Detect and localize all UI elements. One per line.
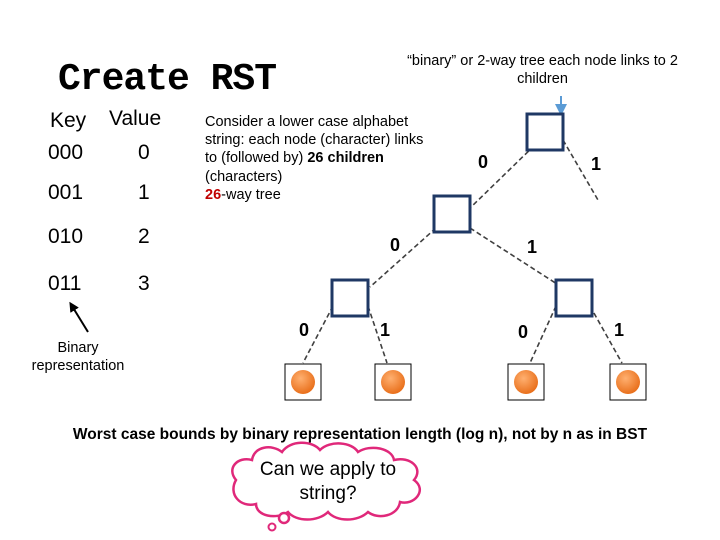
tree-node-left	[330, 278, 370, 318]
cloud-question: Can we apply to string?	[259, 459, 397, 504]
edge-root-left	[467, 139, 541, 211]
binary-pointer-arrow	[69, 301, 89, 333]
key-header: Key	[50, 109, 87, 132]
edge-label-mid-right: 1	[527, 237, 538, 257]
table-row-value: 1	[138, 181, 150, 204]
table-row-value: 3	[138, 272, 150, 295]
binary-representation-label: Binary representation	[31, 340, 125, 374]
table-row-value: 2	[138, 225, 150, 248]
table-row-key: 011	[48, 272, 82, 295]
tree-node-root	[525, 112, 565, 152]
edge-mid-right	[469, 227, 558, 285]
edge-ll-left	[302, 305, 334, 364]
thought-cloud	[231, 441, 421, 532]
edge-label-ll-left: 0	[299, 320, 310, 340]
note-line-2: each node (character) links to (followed…	[205, 132, 424, 167]
edge-label-ll-right: 1	[380, 320, 391, 340]
note-line-4: -way tree	[221, 186, 281, 203]
edge-label-root-left: 0	[478, 152, 489, 172]
edge-label-rl-right: 1	[614, 320, 625, 340]
table-row-key: 000	[48, 141, 84, 164]
explanation-note: Consider a lower case alphabet string: e…	[205, 113, 435, 204]
note-line-1: Consider a lower case alphabet string:	[205, 114, 409, 149]
table-row-key: 010	[48, 225, 84, 248]
page-title: Create RST	[58, 58, 277, 101]
edge-ll-right	[367, 305, 388, 364]
binary-tree-note: “binary” or 2-way tree each node links t…	[407, 53, 678, 87]
edge-rl-left	[529, 305, 557, 364]
edge-root-right	[562, 139, 599, 201]
leaf-node	[381, 370, 405, 394]
edge-label-root-right: 1	[591, 154, 602, 174]
edge-label-rl-left: 0	[518, 322, 529, 342]
table-row-value: 0	[138, 141, 150, 164]
table-row-key: 001	[48, 181, 84, 204]
tree-node-right	[554, 278, 594, 318]
leaf-node	[291, 370, 315, 394]
edge-rl-right	[589, 305, 623, 364]
worst-case-statement: Worst case bounds by binary representati…	[72, 426, 648, 443]
edge-mid-left	[369, 227, 437, 288]
root-pointer-arrowhead	[555, 104, 567, 116]
note-bold-children: 26 children	[307, 150, 384, 167]
leaf-node	[514, 370, 538, 394]
edge-label-mid-left: 0	[390, 235, 401, 255]
note-line-3: (characters)	[205, 168, 283, 185]
tree-node-mid	[432, 194, 472, 234]
value-header: Value	[109, 107, 162, 130]
leaf-node	[616, 370, 640, 394]
note-red-26: 26	[205, 186, 222, 203]
